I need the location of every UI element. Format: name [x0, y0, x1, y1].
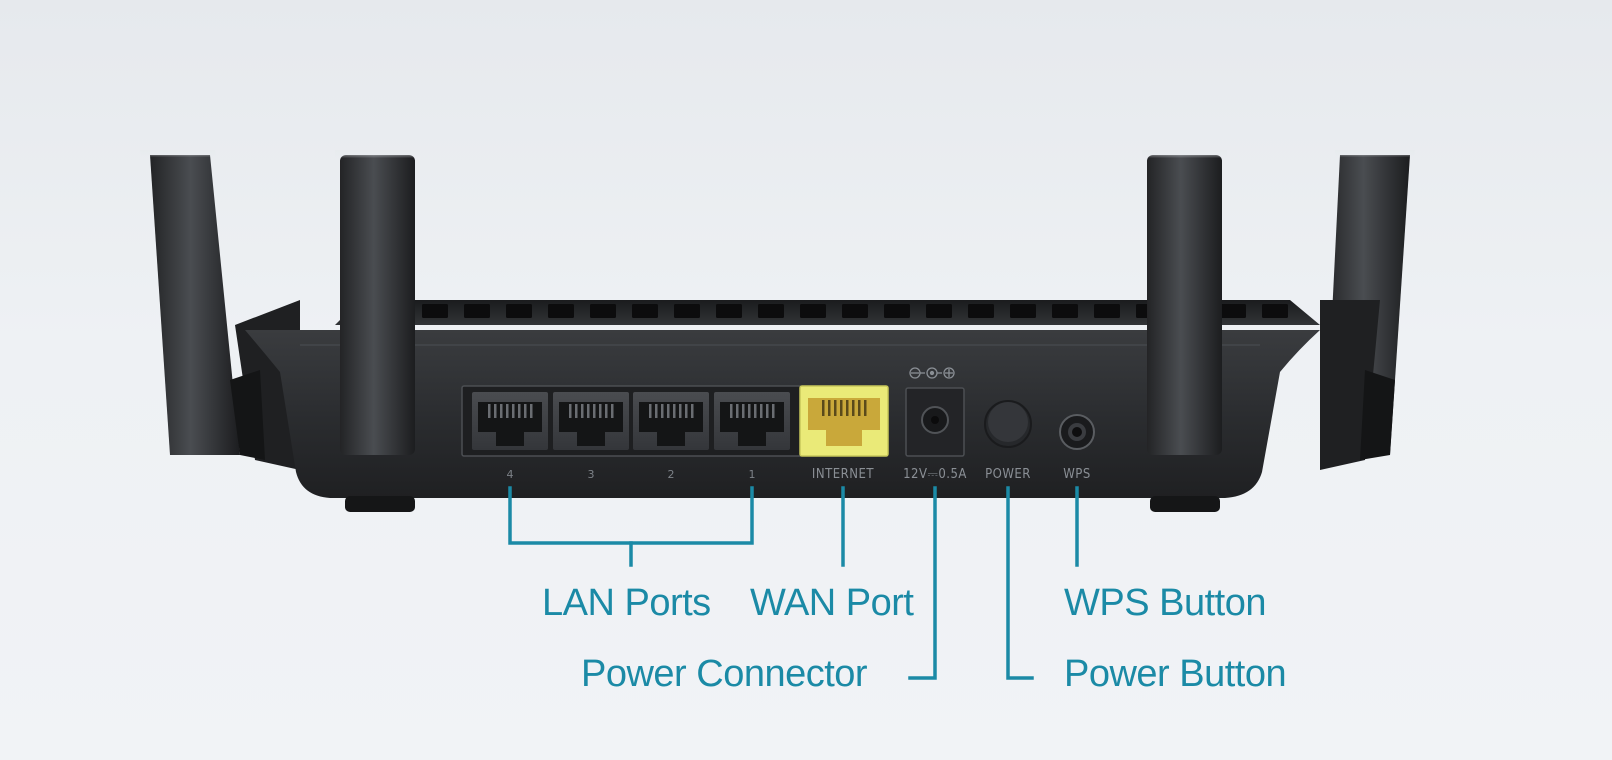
vent-slot [884, 304, 910, 318]
internet-label: INTERNET [812, 467, 874, 482]
power-label: POWER [985, 467, 1031, 482]
vent-slot [716, 304, 742, 318]
wps-button-callout: WPS Button [1064, 582, 1266, 624]
vent-slot [674, 304, 700, 318]
vent-slot [1220, 304, 1246, 318]
vent-slot [968, 304, 994, 318]
lan-port [633, 392, 709, 450]
lan-port-number: 3 [588, 468, 595, 481]
lan-port [714, 392, 790, 450]
lan-port-number: 2 [668, 468, 675, 481]
vent-slot [1010, 304, 1036, 318]
lan-ports-callout: LAN Ports [542, 582, 711, 624]
power-connector-port [905, 387, 965, 457]
vent-slot [1094, 304, 1120, 318]
vent-slot [506, 304, 532, 318]
vent-slot [548, 304, 574, 318]
power-button [984, 400, 1032, 448]
lan-port-number: 4 [507, 468, 514, 481]
vent-slot [590, 304, 616, 318]
vent-slot [632, 304, 658, 318]
vent-slot [1262, 304, 1288, 318]
power-button-callout: Power Button [1064, 653, 1287, 695]
vent-slot [464, 304, 490, 318]
dc-polarity-icon [909, 367, 955, 379]
vent-slot [1052, 304, 1078, 318]
power-connector-leader [908, 486, 937, 680]
lan-port-numbers: 4 3 2 1 [507, 468, 756, 481]
foot-right [1150, 496, 1220, 512]
vent-slot [926, 304, 952, 318]
wps-label: WPS [1063, 467, 1091, 482]
callout-lines [508, 486, 1079, 680]
vent-slot [758, 304, 784, 318]
power-connector-callout: Power Connector [581, 653, 868, 695]
vent-slot [842, 304, 868, 318]
vent-slot [422, 304, 448, 318]
vent-slot [800, 304, 826, 318]
antenna-far-left [140, 150, 240, 455]
foot-left [345, 496, 415, 512]
antenna-left [335, 150, 420, 455]
power-button-leader [1006, 486, 1034, 680]
wan-port-callout: WAN Port [750, 582, 914, 624]
wan-port [799, 385, 889, 457]
lan-port [472, 392, 548, 450]
lan-port [553, 392, 629, 450]
top-vents [380, 304, 1288, 318]
wps-button [1059, 414, 1095, 450]
antenna-right [1142, 150, 1227, 455]
power-rating-label: 12V⎓0.5A [903, 467, 967, 482]
lan-port-number: 1 [749, 468, 756, 481]
lan-ports [472, 392, 790, 450]
